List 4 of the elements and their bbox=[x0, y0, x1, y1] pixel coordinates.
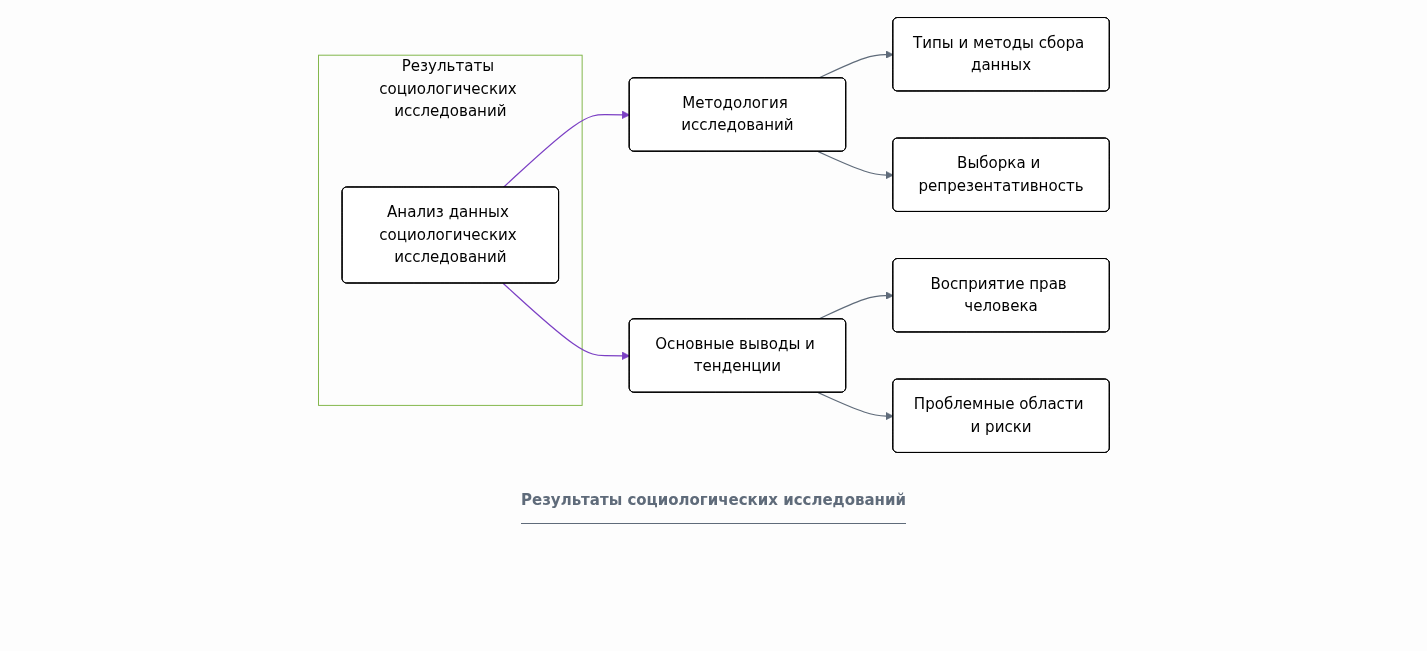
arrow bbox=[817, 151, 894, 180]
arrow bbox=[502, 282, 630, 360]
caption: Результаты социологических исследований bbox=[521, 491, 906, 524]
arrow bbox=[817, 392, 894, 421]
